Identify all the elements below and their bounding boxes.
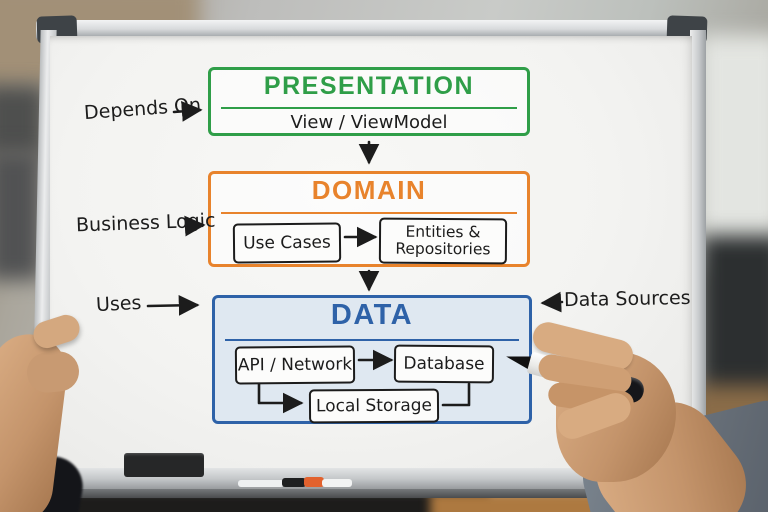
depends-on-arrow — [172, 101, 203, 122]
whiteboard-right-rail — [690, 30, 706, 472]
entities-repositories-box: Entities & Repositories — [378, 217, 508, 265]
domain-layer-box: DOMAIN Use Cases Entities & Repositories — [208, 171, 530, 267]
whiteboard-eraser — [124, 453, 204, 477]
arrow-presentation-to-domain — [358, 140, 380, 165]
tray-marker — [322, 479, 352, 487]
connector-database-to-local-storage — [441, 382, 471, 407]
divider — [221, 107, 517, 109]
arrow-api-to-database — [357, 349, 394, 371]
arrow-domain-to-data — [358, 269, 380, 292]
database-box: Database — [393, 344, 495, 384]
divider — [225, 339, 519, 341]
data-sources-label: Data Sources — [563, 286, 691, 312]
local-storage-box: Local Storage — [308, 388, 440, 424]
whiteboard-top-rail — [36, 20, 706, 40]
presentation-title: PRESENTATION — [263, 72, 475, 100]
business-logic-arrow — [184, 215, 206, 237]
arrow-usecases-to-entities — [343, 226, 378, 248]
marker-tray-lip — [30, 489, 718, 498]
presentation-subtitle: View / ViewModel — [290, 112, 448, 133]
tray-marker — [304, 477, 324, 487]
uses-label: Uses — [95, 291, 142, 317]
domain-title: DOMAIN — [311, 175, 427, 205]
data-layer-box: DATA API / Network Database Local Storag… — [212, 295, 532, 424]
api-network-box: API / Network — [234, 345, 356, 385]
background-window-blur — [698, 35, 768, 270]
uses-arrow — [146, 294, 200, 316]
arrow-api-to-local-storage — [257, 382, 304, 414]
tray-marker — [282, 478, 306, 487]
divider — [221, 212, 517, 214]
data-sources-arrow — [540, 291, 564, 313]
data-title: DATA — [330, 299, 414, 331]
use-cases-box: Use Cases — [232, 222, 342, 264]
presentation-layer-box: PRESENTATION View / ViewModel — [208, 67, 530, 136]
tray-marker — [238, 480, 284, 487]
